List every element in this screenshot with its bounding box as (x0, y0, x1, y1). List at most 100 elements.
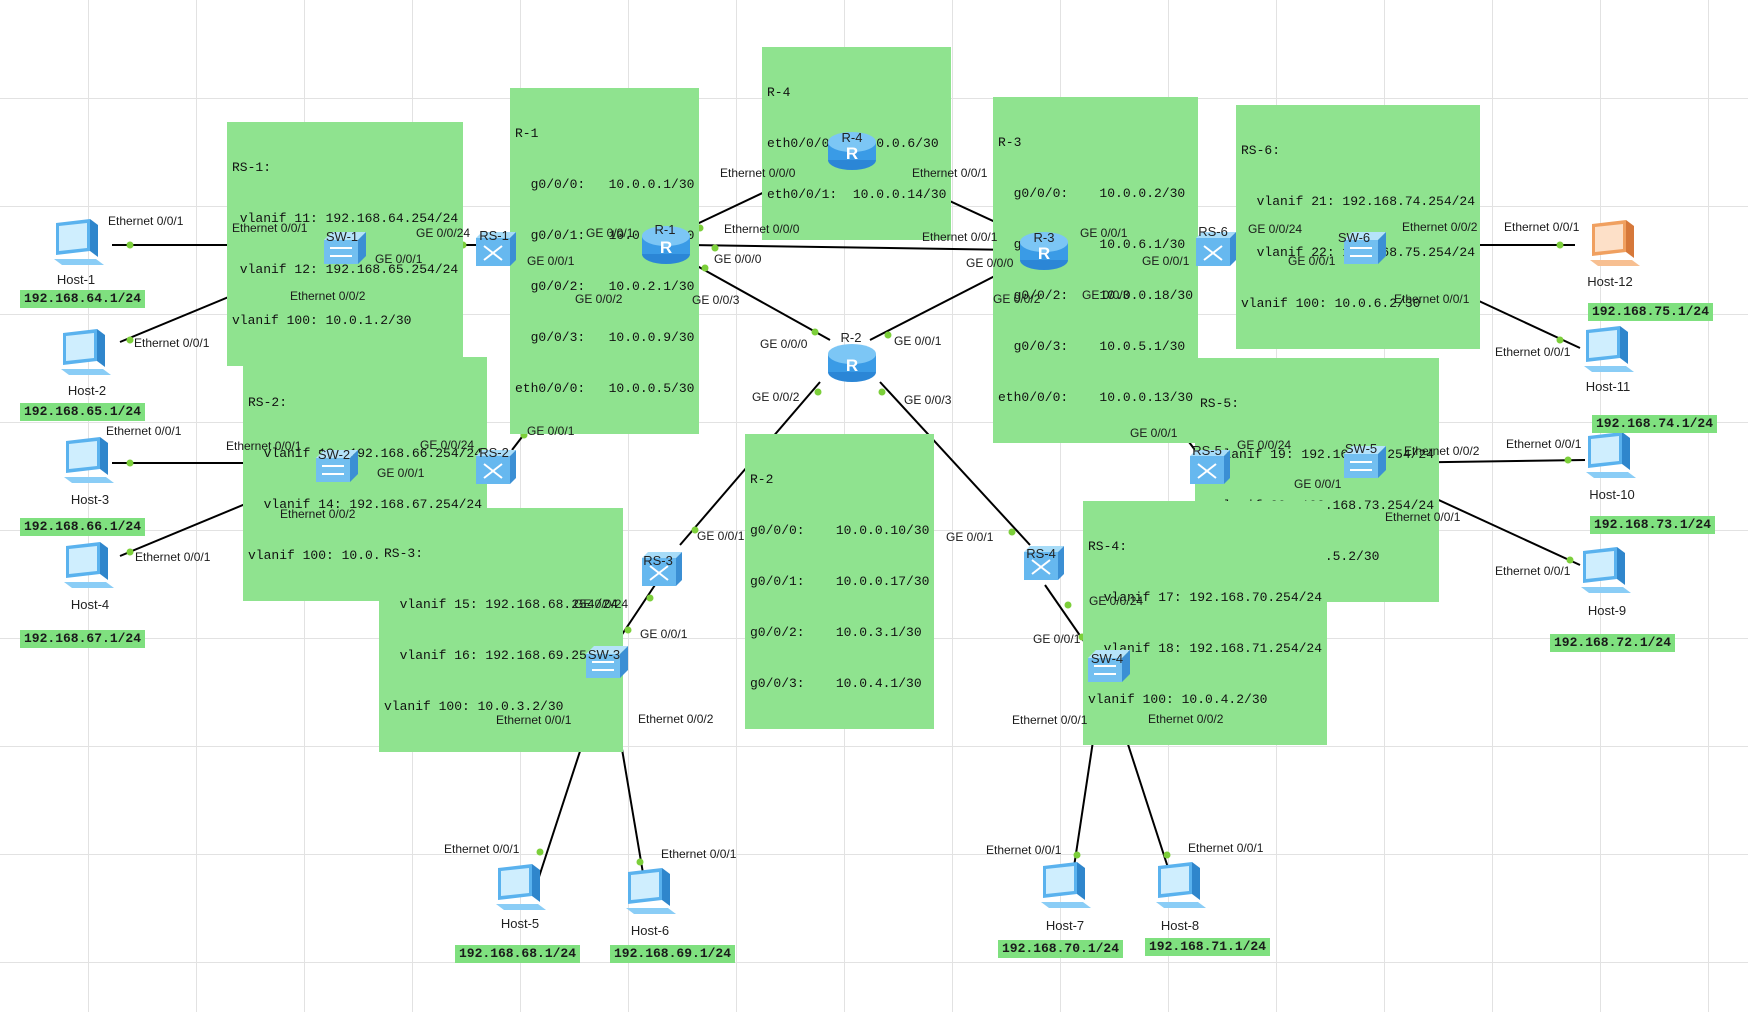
switch-icon (324, 232, 366, 264)
port-label: Ethernet 0/0/1 (444, 842, 520, 856)
ip-host8: 192.168.71.1/24 (1145, 938, 1271, 956)
port-label: GE 0/0/1 (946, 530, 994, 544)
ip-host2: 192.168.65.1/24 (20, 403, 146, 421)
switch-icon (316, 450, 358, 482)
switch-sw2[interactable] (312, 446, 360, 486)
label-host10: Host-10 (1589, 487, 1635, 502)
config-line: RS-1: (232, 160, 272, 175)
config-box-r2: R-2 g0/0/0: 10.0.0.10/30 g0/0/1: 10.0.0.… (745, 434, 935, 729)
port-label: Ethernet 0/0/1 (1012, 713, 1088, 727)
ip-host7: 192.168.70.1/24 (998, 940, 1124, 958)
routing-switch-rs4[interactable] (1018, 542, 1066, 582)
switch-sw5[interactable] (1340, 442, 1388, 482)
config-line: g0/0/3: 10.0.5.1/30 (998, 339, 1186, 354)
port-label: Ethernet 0/0/1 (1506, 437, 1582, 451)
port-label: GE 0/0/24 (416, 226, 471, 240)
host-host12[interactable] (1584, 218, 1644, 270)
router-r2[interactable]: R (826, 340, 878, 386)
port-label: GE 0/0/1 (1294, 477, 1342, 491)
host-host7[interactable] (1035, 860, 1095, 912)
label-host8: Host-8 (1160, 918, 1200, 933)
routing-switch-rs3[interactable] (636, 548, 684, 588)
routing-switch-icon (1196, 232, 1236, 266)
port-label: Ethernet 0/0/1 (912, 166, 988, 180)
host-host10[interactable] (1580, 430, 1640, 482)
switch-icon (1088, 650, 1130, 682)
link-r2-rs4[interactable] (879, 381, 1031, 546)
routing-switch-rs2[interactable] (470, 446, 518, 486)
router-r1[interactable]: R (640, 222, 692, 268)
config-line: RS-2: (248, 395, 288, 410)
svg-text:R: R (660, 238, 672, 257)
config-line: eth0/0/0: 10.0.0.13/30 (998, 390, 1194, 405)
pc-icon (1584, 326, 1634, 372)
router-icon: R (828, 132, 876, 170)
pc-icon (1581, 547, 1631, 593)
label-host3: Host-3 (70, 492, 110, 507)
label-sw4: SW-4 (1090, 651, 1124, 666)
router-r3[interactable]: R (1018, 228, 1070, 274)
label-host6: Host-6 (630, 923, 670, 938)
config-line: RS-3: (384, 546, 424, 561)
label-rs4: RS-4 (1026, 546, 1056, 561)
router-r4[interactable]: R (826, 128, 878, 174)
routing-switch-rs1[interactable] (470, 228, 518, 268)
svg-text:R: R (846, 356, 858, 375)
ip-host10-extra: 192.168.73.1/24 (1590, 516, 1716, 534)
label-host1: Host-1 (56, 272, 96, 287)
config-line: vlanif 22: 192.168.75.254/24 (1256, 245, 1476, 260)
config-line: g0/0/2: 10.0.3.1/30 (750, 625, 922, 640)
host-host11[interactable] (1578, 324, 1638, 376)
config-box-rs3: RS-3: vlanif 15: 192.168.68.254/24 vlani… (379, 508, 624, 752)
host-host4[interactable] (58, 540, 118, 592)
host-host2[interactable] (55, 327, 115, 379)
routing-switch-rs6[interactable] (1190, 228, 1238, 268)
label-r4: R-4 (841, 130, 863, 145)
host-host5[interactable] (490, 862, 550, 914)
config-box-r3: R-3 g0/0/0: 10.0.0.2/30 g0/0/1: 10.0.6.1… (993, 97, 1199, 443)
port-label: GE 0/0/0 (966, 256, 1014, 270)
switch-icon (1344, 446, 1386, 478)
port-label: GE 0/0/2 (575, 292, 623, 306)
host-host1[interactable] (48, 217, 108, 269)
link-r1-r3[interactable] (689, 244, 1021, 251)
host-host3[interactable] (58, 435, 118, 487)
config-line: vlanif 19: 192.168.72.254/24 (1200, 447, 1435, 462)
switch-sw6[interactable] (1340, 228, 1388, 268)
switch-sw4[interactable] (1084, 646, 1132, 686)
pc-icon (1586, 432, 1636, 478)
label-sw5: SW-5 (1344, 441, 1378, 456)
host-host8[interactable] (1150, 860, 1210, 912)
label-sw6: SW-6 (1337, 230, 1371, 245)
label-rs1: RS-1 (479, 228, 509, 243)
link-r1-r2[interactable] (689, 261, 831, 341)
switch-sw3[interactable] (582, 642, 630, 682)
switch-sw1[interactable] (320, 228, 368, 268)
ip-host1: 192.168.64.1/24 (20, 290, 146, 308)
routing-switch-rs5[interactable] (1184, 446, 1232, 486)
label-host5: Host-5 (500, 916, 540, 931)
port-label: Ethernet 0/0/2 (280, 507, 356, 521)
routing-switch-icon (476, 232, 516, 266)
port-label: GE 0/0/1 (1142, 254, 1190, 268)
label-host4: Host-4 (70, 597, 110, 612)
port-label: Ethernet 0/0/1 (986, 843, 1062, 857)
port-label: Ethernet 0/0/1 (661, 847, 737, 861)
config-line: vlanif 100: 10.0.1.2/30 (232, 313, 412, 328)
port-label: Ethernet 0/0/1 (922, 230, 998, 244)
pc-icon (1041, 862, 1091, 908)
config-line: vlanif 12: 192.168.65.254/24 (232, 262, 459, 277)
svg-text:R: R (846, 144, 858, 163)
config-line: vlanif 16: 192.168.69.254/24 (384, 648, 619, 663)
port-label: Ethernet 0/0/2 (1402, 220, 1478, 234)
server-icon (1590, 220, 1640, 266)
port-label: GE 0/0/24 (1089, 594, 1144, 608)
port-label: GE 0/0/1 (1130, 426, 1178, 440)
pc-icon (54, 219, 104, 265)
host-host6[interactable] (620, 866, 680, 918)
config-box-rs6: RS-6: vlanif 21: 192.168.74.254/24 vlani… (1236, 105, 1481, 349)
routing-switch-icon (476, 450, 516, 484)
config-line: RS-6: (1241, 143, 1281, 158)
port-label: GE 0/0/1 (894, 334, 942, 348)
host-host9[interactable] (1575, 545, 1635, 597)
